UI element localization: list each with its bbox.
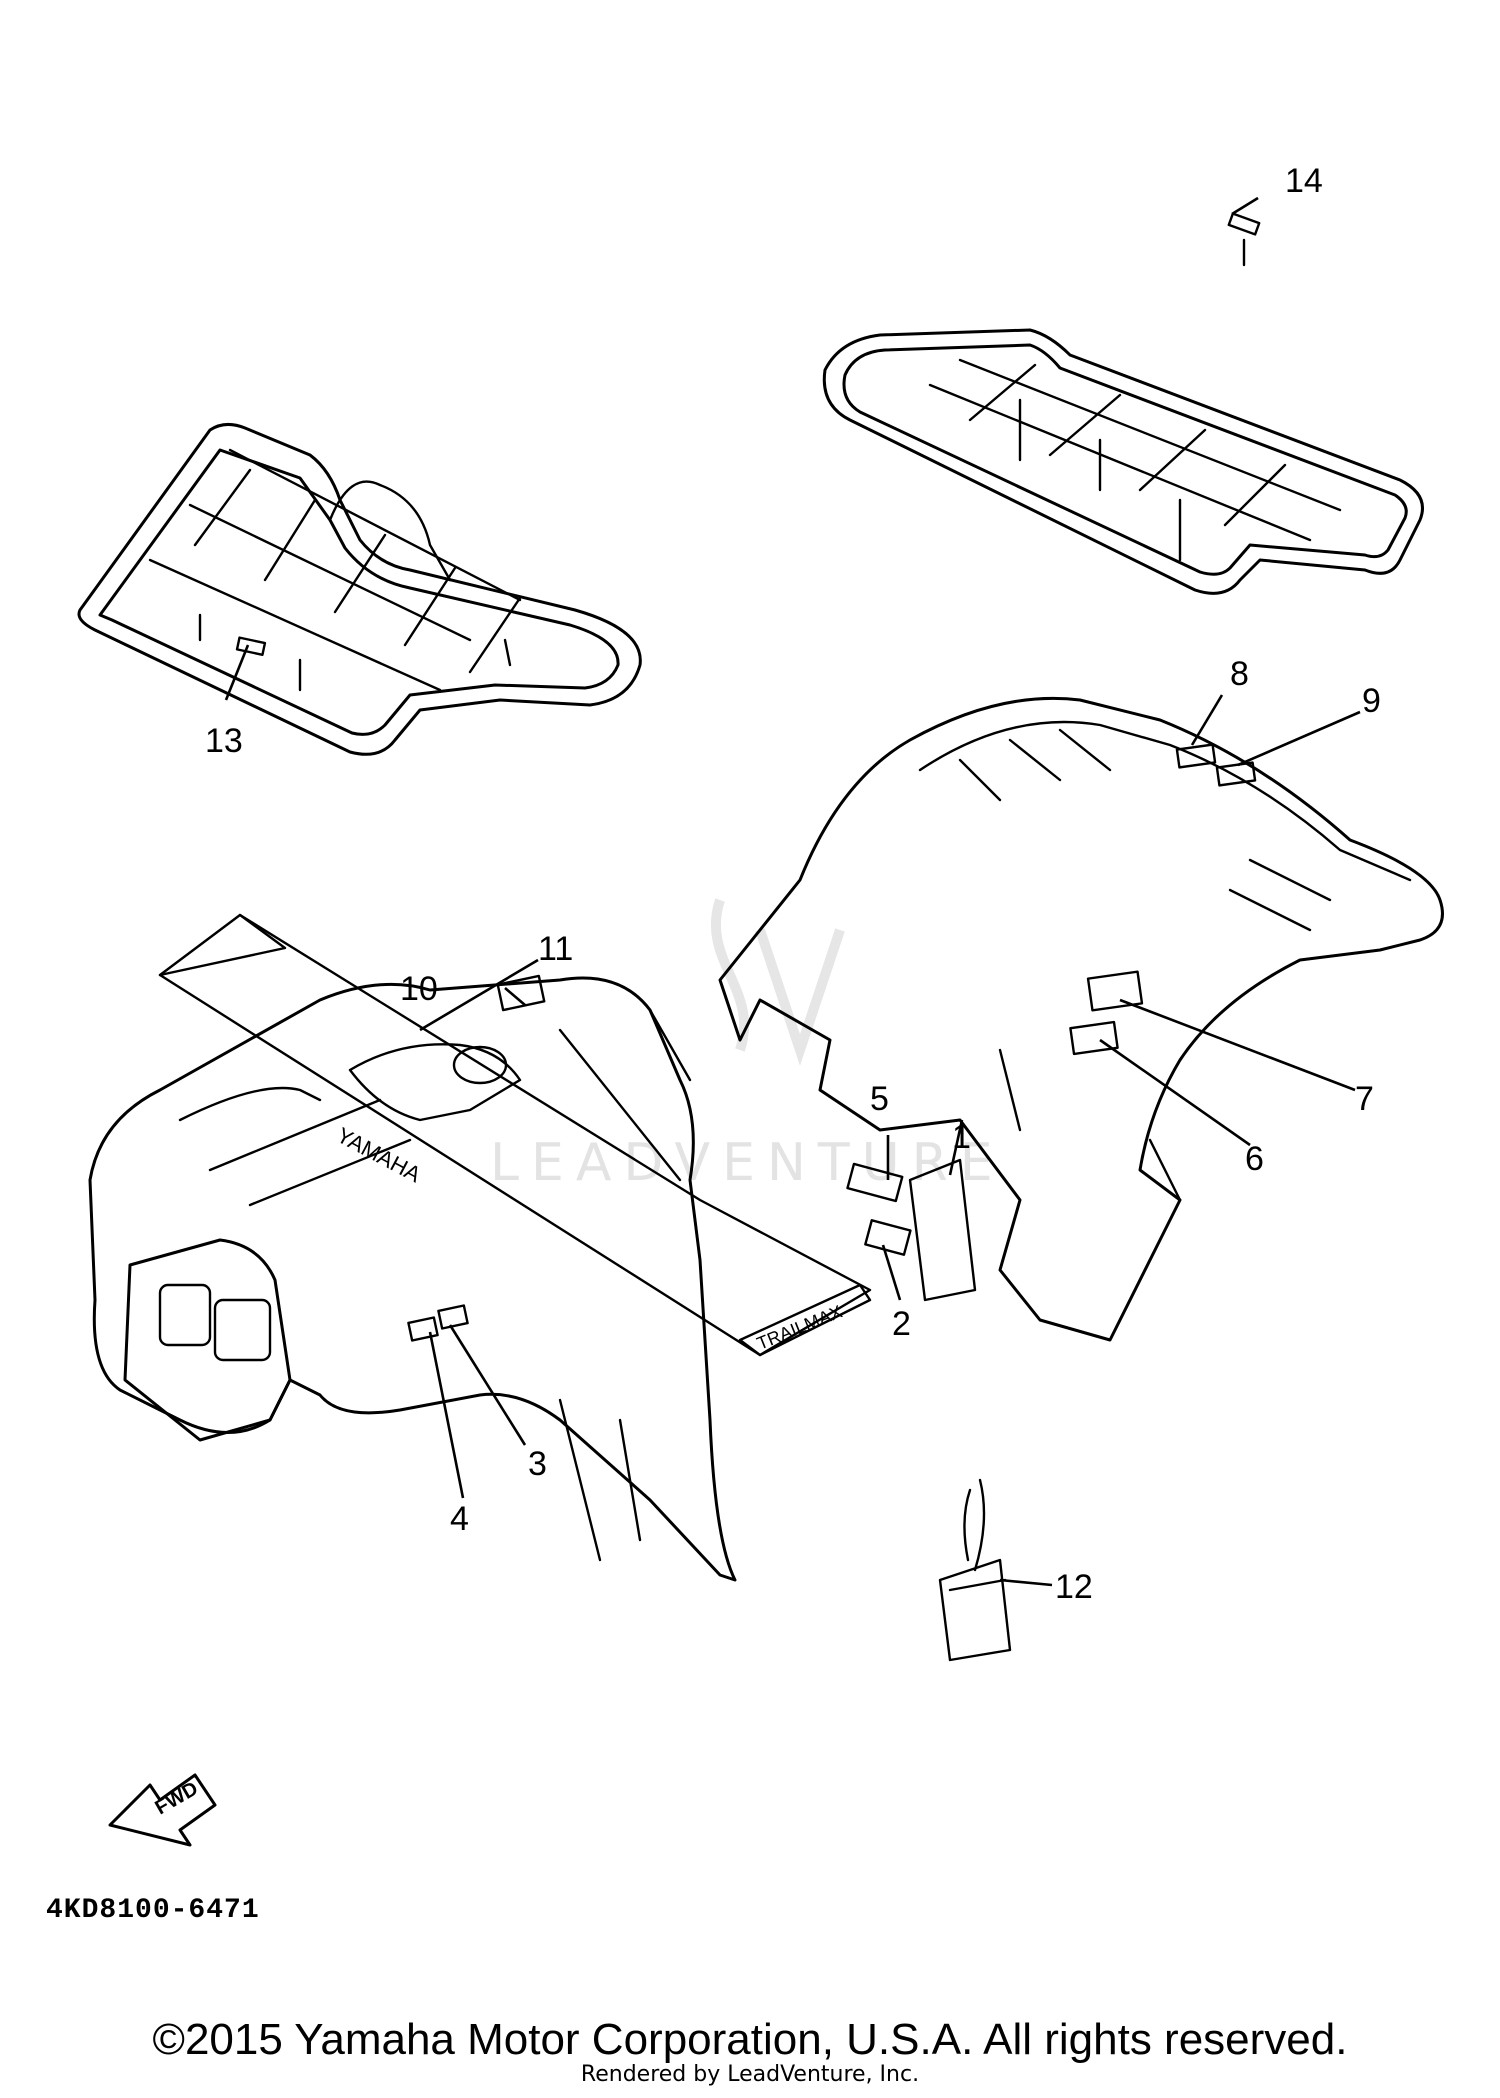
leader-lines	[224, 196, 1361, 1587]
rear-fender	[718, 696, 1444, 1342]
rear-carrier	[822, 212, 1424, 595]
callout-13: 13	[205, 722, 243, 760]
callout-numbers: 1 2 3 4 5 6 7 8 9 10 11 12 13 14	[205, 162, 1381, 1606]
callout-6: 6	[1245, 1140, 1264, 1178]
yamaha-logo-text: YAMAHA	[333, 1122, 426, 1187]
front-carrier	[77, 423, 642, 756]
callout-5: 5	[870, 1080, 889, 1118]
callout-11: 11	[538, 930, 573, 968]
watermark-text: LEADVENTURE	[490, 1133, 1005, 1193]
watermark: LEADVENTURE	[490, 898, 1005, 1193]
callout-2: 2	[892, 1305, 911, 1343]
callout-8: 8	[1230, 655, 1249, 693]
callout-1: 1	[952, 1118, 971, 1156]
rendered-by: Rendered by LeadVenture, Inc.	[580, 2062, 920, 2087]
fwd-arrow: FWD	[108, 1773, 217, 1847]
callout-10: 10	[400, 970, 438, 1008]
callout-3: 3	[528, 1445, 547, 1483]
callout-14: 14	[1285, 162, 1323, 200]
owners-tag	[938, 1478, 1012, 1662]
callout-12: 12	[1055, 1568, 1093, 1606]
part-number: 4KD8100-6471	[46, 1895, 260, 1926]
callout-9: 9	[1362, 682, 1381, 720]
callout-4: 4	[450, 1500, 469, 1538]
fwd-label: FWD	[152, 1778, 202, 1820]
callout-7: 7	[1355, 1080, 1374, 1118]
copyright-notice: ©2015 Yamaha Motor Corporation, U.S.A. A…	[152, 2015, 1348, 2064]
